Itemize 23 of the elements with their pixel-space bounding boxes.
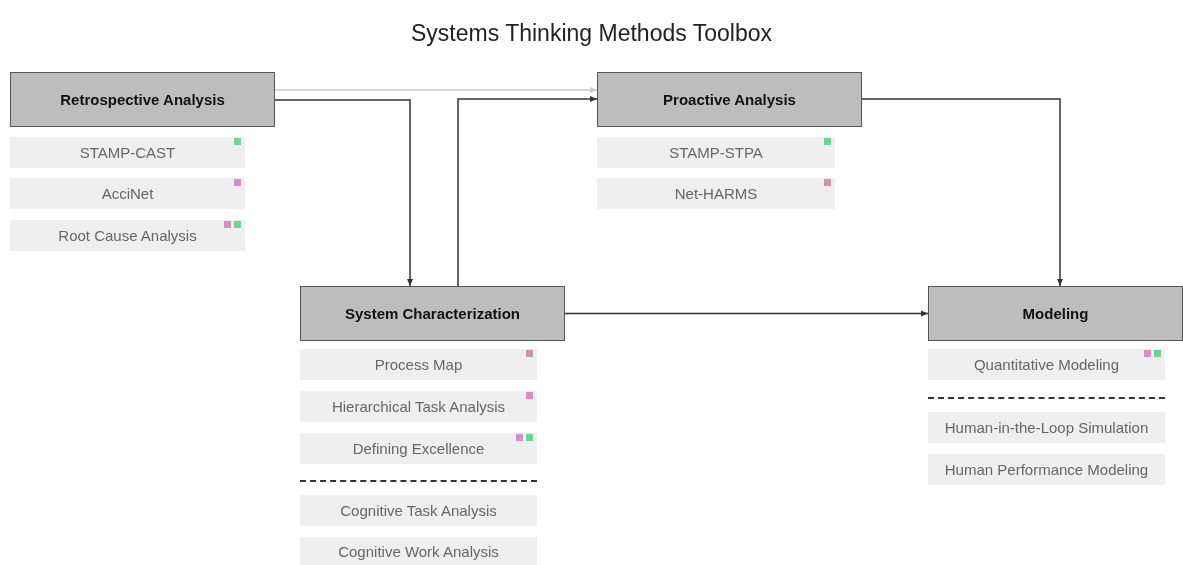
diagram-title: Systems Thinking Methods Toolbox bbox=[410, 20, 773, 47]
method-box: Human Performance Modeling bbox=[928, 454, 1165, 485]
method-box: Human-in-the-Loop Simulation bbox=[928, 412, 1165, 443]
category-header-box: Proactive Analysis bbox=[597, 72, 862, 127]
arrow bbox=[564, 310, 929, 317]
method-box: AcciNet bbox=[10, 178, 245, 209]
method-box: Process Map bbox=[300, 349, 537, 380]
arrow bbox=[457, 96, 598, 287]
method-box: STAMP-CAST bbox=[10, 137, 245, 168]
arrow bbox=[274, 87, 598, 93]
arrow bbox=[274, 99, 413, 287]
arrow bbox=[861, 98, 1063, 287]
category-header-box: Retrospective Analysis bbox=[10, 72, 275, 127]
method-box: Net-HARMS bbox=[597, 178, 835, 209]
method-box: Quantitative Modeling bbox=[928, 349, 1165, 380]
method-box: Hierarchical Task Analysis bbox=[300, 391, 537, 422]
method-box: Cognitive Work Analysis bbox=[300, 537, 537, 565]
method-box: Defining Excellence bbox=[300, 433, 537, 464]
method-box: STAMP-STPA bbox=[597, 137, 835, 168]
method-box: Cognitive Task Analysis bbox=[300, 495, 537, 526]
category-header-box: Modeling bbox=[928, 286, 1183, 341]
method-box: Root Cause Analysis bbox=[10, 220, 245, 251]
category-header-box: System Characterization bbox=[300, 286, 565, 341]
